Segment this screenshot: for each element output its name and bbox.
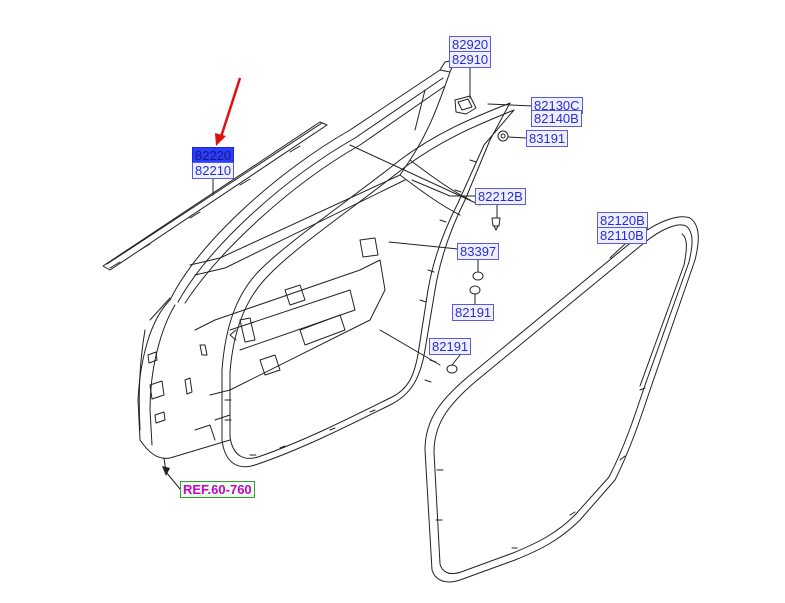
part-label-82140B[interactable]: 82140B xyxy=(531,110,582,127)
part-label-82220[interactable]: 82220 xyxy=(192,147,235,164)
part-label-83397[interactable]: 83397 xyxy=(457,243,500,260)
part-label-83191[interactable]: 83191 xyxy=(526,130,569,147)
part-label-82920[interactable]: 82920 xyxy=(449,36,492,53)
part-label-82191-upper[interactable]: 82191 xyxy=(452,304,495,321)
part-label-82910[interactable]: 82910 xyxy=(449,51,492,68)
bracket-82920[interactable] xyxy=(454,95,477,115)
leader-lines xyxy=(163,61,627,490)
red-pointer-arrow xyxy=(215,77,242,146)
part-label-82110B[interactable]: 82110B xyxy=(597,227,647,244)
screw-82212B[interactable] xyxy=(491,217,501,231)
part-label-82191-lower[interactable]: 82191 xyxy=(429,338,472,355)
belt-weatherstrip[interactable] xyxy=(102,121,328,271)
clip-83191[interactable] xyxy=(497,130,509,142)
plug-83397[interactable] xyxy=(472,271,484,281)
plug-82191-lower[interactable] xyxy=(446,364,458,374)
door-frame[interactable] xyxy=(137,59,481,459)
part-label-82210[interactable]: 82210 xyxy=(192,162,235,179)
body-side-weatherstrip[interactable] xyxy=(424,216,699,583)
part-label-82130C[interactable]: 82130C xyxy=(531,97,583,114)
part-label-82212B[interactable]: 82212B xyxy=(475,188,526,205)
ref-arrowhead xyxy=(162,466,170,476)
plug-82191-upper[interactable] xyxy=(469,285,481,295)
ref-label[interactable]: REF.60-760 xyxy=(180,481,255,498)
